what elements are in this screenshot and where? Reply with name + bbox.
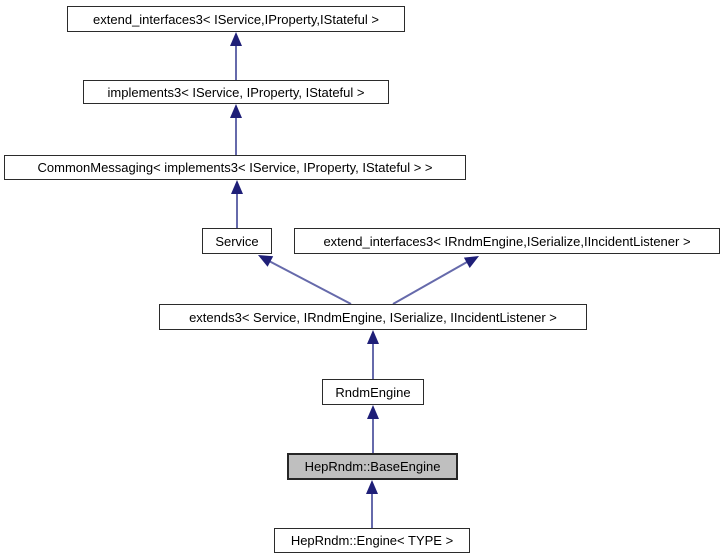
class-node-service[interactable]: Service [202,228,272,254]
class-node-rndmengine[interactable]: RndmEngine [322,379,424,405]
inheritance-arrow-rndmengine-to-extends3 [367,330,379,379]
inheritance-arrow-engine-type-to-baseengine [366,480,378,528]
class-node-extend-interfaces3-irndmengine[interactable]: extend_interfaces3< IRndmEngine,ISeriali… [294,228,720,254]
inheritance-arrow-extends3-to-extend-interfaces3-irndmengine [392,256,479,305]
class-node-label: extends3< Service, IRndmEngine, ISeriali… [189,309,557,325]
class-node-heprndm-baseengine-current: HepRndm::BaseEngine [287,453,458,480]
class-node-label: CommonMessaging< implements3< IService, … [37,160,433,175]
class-node-label: HepRndm::Engine< TYPE > [290,533,454,548]
class-node-label: implements3< IService, IProperty, IState… [107,84,365,100]
class-node-extend-interfaces3-iservice[interactable]: extend_interfaces3< IService,IProperty,I… [67,6,405,32]
inheritance-arrow-commonmessaging-to-implements3 [230,104,242,155]
class-node-label: Service [215,233,259,249]
inheritance-arrow-implements3-to-extend-interfaces3 [230,32,242,80]
class-node-label: extend_interfaces3< IRndmEngine,ISeriali… [323,233,691,249]
class-node-implements3[interactable]: implements3< IService, IProperty, IState… [83,80,389,104]
class-node-label: HepRndm::BaseEngine [304,459,441,474]
class-node-commonmessaging[interactable]: CommonMessaging< implements3< IService, … [4,155,466,180]
class-node-extends3[interactable]: extends3< Service, IRndmEngine, ISeriali… [159,304,587,330]
class-node-label: RndmEngine [335,384,411,400]
class-node-heprndm-engine-type[interactable]: HepRndm::Engine< TYPE > [274,528,470,553]
inheritance-arrow-service-to-commonmessaging [231,180,243,228]
class-node-label: extend_interfaces3< IService,IProperty,I… [93,11,379,27]
inheritance-arrow-extends3-to-service [258,255,352,305]
inheritance-arrow-baseengine-to-rndmengine [367,405,379,453]
